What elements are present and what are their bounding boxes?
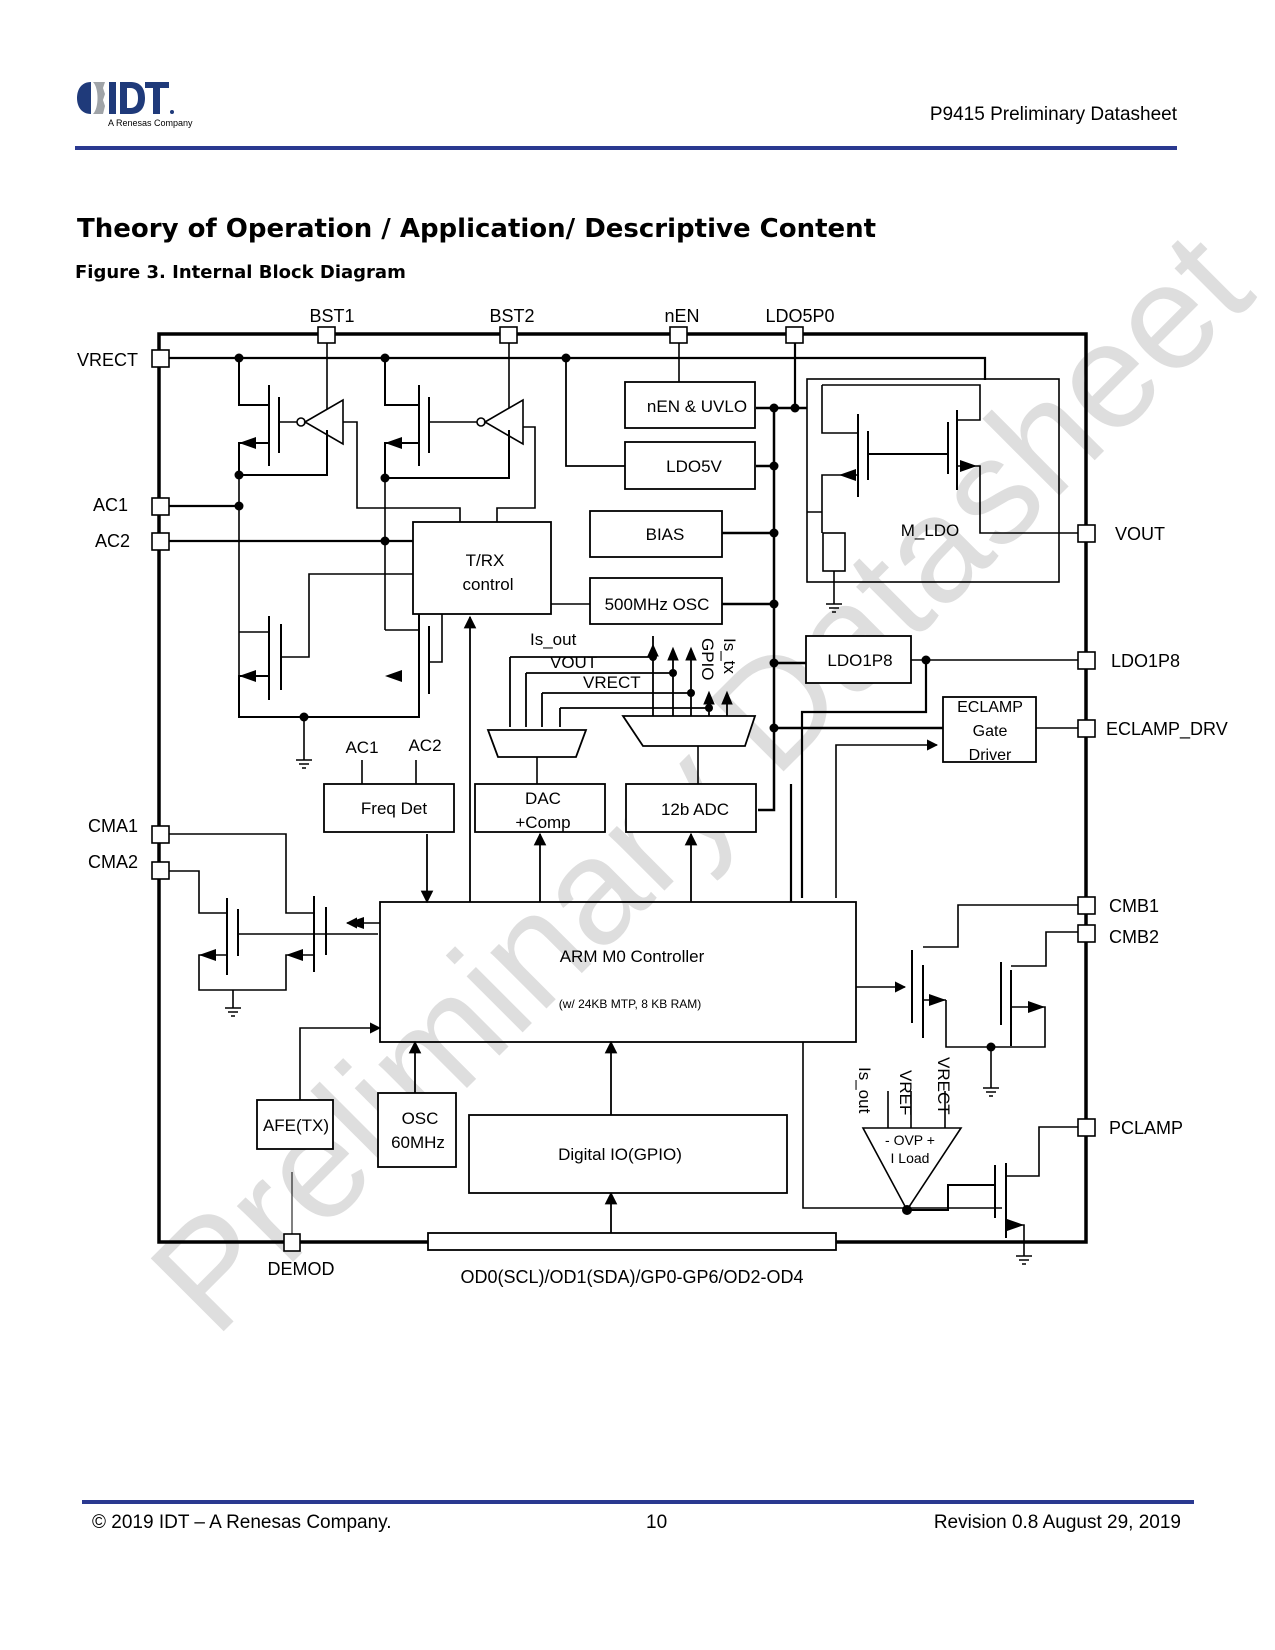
m-ldo-label: M_LDO — [901, 521, 960, 540]
signal-is-out: Is_out — [530, 630, 577, 649]
bias-block — [589, 510, 723, 558]
label-ac2: AC2 — [95, 531, 130, 551]
pin-ac1 — [151, 497, 170, 516]
freq-det-block — [323, 783, 455, 833]
iload-label: I Load — [891, 1150, 930, 1166]
ldo1p8-block — [805, 635, 912, 684]
gpio-bus — [427, 1232, 837, 1251]
pin-demod — [283, 1233, 301, 1252]
pin-eclamp-drv — [1077, 719, 1096, 738]
signal-ovp-vref: VREF — [896, 1070, 915, 1115]
signal-vrect: VRECT — [583, 673, 641, 692]
pin-vout — [1077, 524, 1096, 543]
osc-500mhz-block — [589, 577, 723, 625]
afe-tx-block — [256, 1099, 334, 1150]
trx-control-block — [412, 521, 552, 615]
label-nen: nEN — [664, 306, 699, 326]
footer-revision: Revision 0.8 August 29, 2019 — [933, 1512, 1181, 1533]
signal-freq-ac2: AC2 — [408, 736, 441, 755]
label-ldo5p0: LDO5P0 — [765, 306, 834, 326]
eclamp-label-3: Driver — [969, 747, 1012, 764]
pin-nen — [669, 326, 688, 344]
label-ldo1p8: LDO1P8 — [1111, 651, 1180, 671]
pin-ldo5p0 — [785, 326, 804, 344]
header-divider — [75, 146, 1177, 150]
nen-uvlo-block — [624, 381, 756, 429]
eclamp-label-2: Gate — [973, 723, 1008, 740]
eclamp-label-1: ECLAMP — [957, 699, 1023, 716]
digital-io-label: Digital IO(GPIO) — [558, 1145, 682, 1164]
idt-logo-mark — [77, 82, 174, 114]
pin-cma1 — [151, 825, 170, 844]
ldo1p8-label: LDO1P8 — [827, 651, 892, 670]
label-cmb1: CMB1 — [1109, 896, 1159, 916]
arm-sublabel: (w/ 24KB MTP, 8 KB RAM) — [559, 997, 701, 1011]
signal-gpio: GPIO — [698, 638, 717, 681]
footer-page-number: 10 — [646, 1512, 668, 1533]
trx-label-2: control — [462, 575, 513, 594]
dac-comp-block — [474, 783, 606, 833]
footer-copyright: © 2019 IDT – A Renesas Company. — [92, 1512, 392, 1533]
adc-block — [625, 783, 757, 833]
ldo5v-block — [624, 441, 756, 490]
pin-vrect — [151, 349, 170, 368]
footer-divider — [82, 1500, 1194, 1504]
label-gpio-bus: OD0(SCL)/OD1(SDA)/GP0-GP6/OD2-OD4 — [460, 1267, 803, 1287]
pin-bst2 — [499, 326, 518, 344]
adc-label: 12b ADC — [661, 800, 729, 819]
label-cma1: CMA1 — [88, 816, 138, 836]
label-vrect: VRECT — [77, 350, 138, 370]
label-pclamp: PCLAMP — [1109, 1118, 1183, 1138]
arm-controller-block — [379, 901, 857, 1043]
label-cmb2: CMB2 — [1109, 927, 1159, 947]
label-bst2: BST2 — [489, 306, 534, 326]
signal-is-tx: Is_tx — [720, 638, 739, 674]
freq-det-label: Freq Det — [361, 799, 427, 818]
eclamp-gate-driver-block — [942, 696, 1037, 763]
label-vout: VOUT — [1115, 524, 1165, 544]
pin-cma2 — [151, 861, 170, 880]
signal-vout: VOUT — [550, 653, 597, 672]
signal-freq-ac1: AC1 — [345, 738, 378, 757]
dac-label-2: +Comp — [515, 813, 570, 832]
osc-60mhz-label-2: 60MHz — [391, 1133, 445, 1152]
bias-label: BIAS — [646, 525, 685, 544]
label-eclamp-drv: ECLAMP_DRV — [1106, 719, 1228, 740]
m-ldo-block — [806, 378, 1060, 583]
section-title: Theory of Operation / Application/ Descr… — [77, 214, 877, 244]
label-bst1: BST1 — [309, 306, 354, 326]
trx-label-1: T/RX — [466, 551, 505, 570]
afe-label: AFE(TX) — [263, 1116, 329, 1135]
signal-ovp-is-out: Is_out — [855, 1067, 874, 1114]
pin-pclamp — [1077, 1118, 1096, 1137]
arm-label: ARM M0 Controller — [560, 947, 705, 966]
logo-subtext: A Renesas Company — [108, 118, 193, 128]
pin-ldo1p8 — [1077, 651, 1096, 670]
osc-60mhz-label-1: OSC — [402, 1109, 439, 1128]
ldo5v-label: LDO5V — [666, 457, 722, 476]
label-cma2: CMA2 — [88, 852, 138, 872]
dac-label-1: DAC — [525, 789, 561, 808]
osc-60mhz-block — [377, 1092, 457, 1168]
ovp-label: - OVP + — [885, 1132, 935, 1148]
document-name: P9415 Preliminary Datasheet — [929, 104, 1177, 125]
label-ac1: AC1 — [93, 495, 128, 515]
osc-500mhz-label: 500MHz OSC — [605, 595, 710, 614]
pin-cmb2 — [1077, 924, 1096, 943]
label-demod: DEMOD — [268, 1259, 335, 1279]
signal-ovp-vrect: VRECT — [934, 1057, 953, 1115]
digital-io-block — [468, 1114, 788, 1194]
pin-cmb1 — [1077, 896, 1096, 915]
pin-bst1 — [317, 326, 336, 344]
pin-ac2 — [151, 532, 170, 551]
idt-logo: A Renesas Company — [75, 78, 193, 130]
nen-uvlo-label: nEN & UVLO — [647, 397, 747, 416]
figure-title: Figure 3. Internal Block Diagram — [75, 262, 406, 283]
